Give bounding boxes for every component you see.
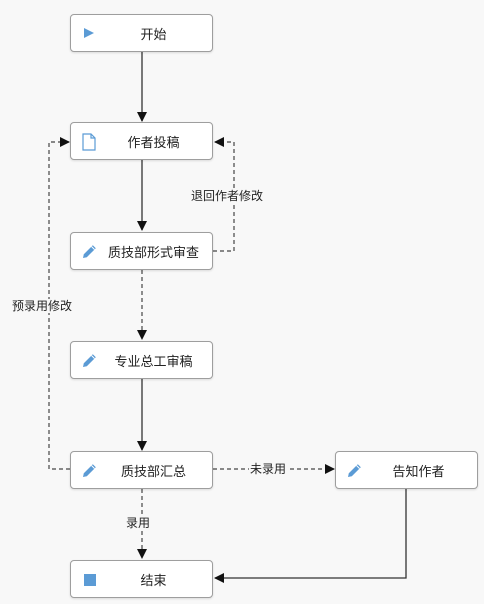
node-expert-review[interactable]: 专业总工审稿 bbox=[70, 341, 213, 379]
node-label: 开始 bbox=[140, 27, 167, 43]
node-label: 作者投稿 bbox=[127, 135, 180, 151]
edge-label-return-modify: 退回作者修改 bbox=[190, 189, 265, 203]
node-author-submit[interactable]: 作者投稿 bbox=[70, 122, 213, 160]
node-format-review[interactable]: 质技部形式审查 bbox=[70, 232, 213, 270]
stop-square-icon bbox=[84, 574, 96, 586]
node-summary[interactable]: 质技部汇总 bbox=[70, 451, 213, 489]
edge-return-to-author[interactable] bbox=[213, 137, 235, 252]
node-notify-author[interactable]: 告知作者 bbox=[335, 451, 478, 489]
document-icon bbox=[82, 133, 96, 151]
node-label: 质技部汇总 bbox=[120, 464, 186, 480]
node-label: 告知作者 bbox=[392, 464, 445, 480]
pencil-icon bbox=[81, 462, 98, 479]
play-icon bbox=[83, 27, 95, 39]
pencil-icon bbox=[346, 462, 363, 479]
pencil-icon bbox=[81, 243, 98, 260]
node-end[interactable]: 结束 bbox=[70, 560, 213, 598]
node-label: 质技部形式审查 bbox=[107, 245, 199, 261]
node-label: 结束 bbox=[140, 573, 167, 589]
edge-label-accepted: 录用 bbox=[125, 516, 152, 530]
node-label: 专业总工审稿 bbox=[114, 354, 193, 370]
edge-notify-to-end[interactable] bbox=[214, 489, 407, 583]
edge-label-not-accepted: 未录用 bbox=[249, 462, 288, 476]
node-start[interactable]: 开始 bbox=[70, 14, 213, 52]
pencil-icon bbox=[81, 352, 98, 369]
edge-label-pre-accept-modify: 预录用修改 bbox=[11, 299, 74, 313]
